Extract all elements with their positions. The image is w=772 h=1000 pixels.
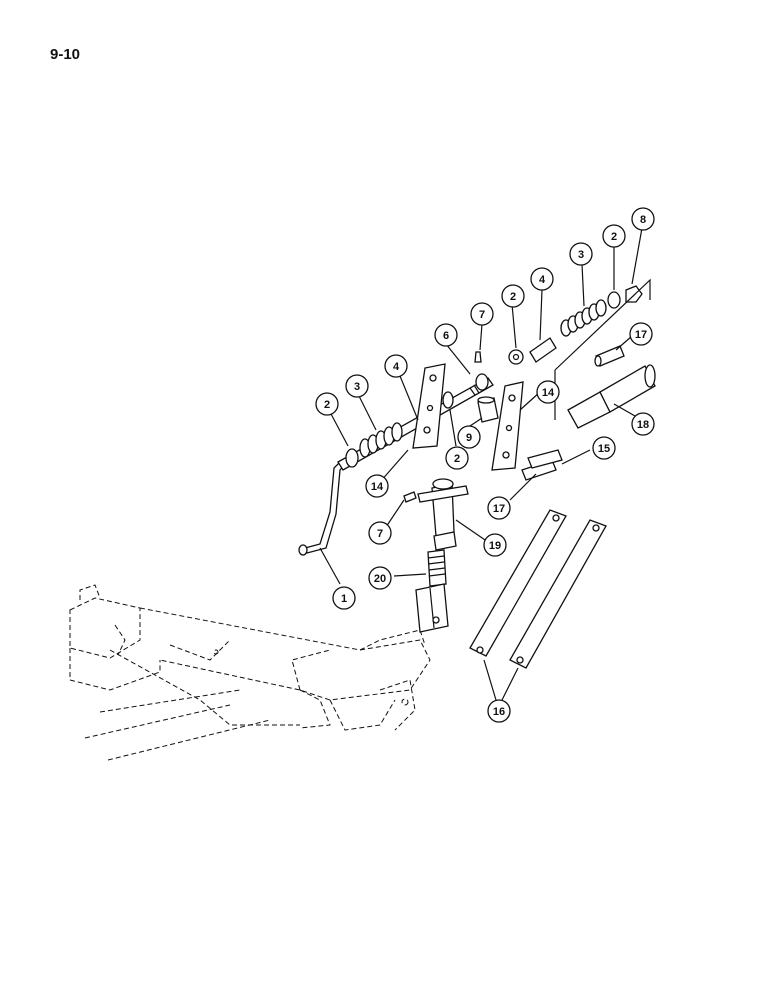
svg-text:8: 8 [640,214,646,226]
svg-text:17: 17 [635,329,647,341]
clevis-bracket [415,583,449,633]
threaded-stud [427,549,447,587]
callout-3-left: 3 [345,374,369,398]
callout-18: 18 [631,412,655,436]
svg-text:4: 4 [393,361,400,373]
svg-text:3: 3 [354,381,360,393]
svg-text:3: 3 [578,249,584,261]
callout-20: 20 [368,566,392,590]
t-fitting [417,478,469,551]
svg-text:19: 19 [489,540,501,552]
callout-7-upper: 7 [470,302,494,326]
upper-washer [508,349,524,365]
svg-text:2: 2 [324,399,330,411]
upper-spacer [529,337,557,363]
svg-text:20: 20 [374,573,386,585]
strap-right [509,519,607,669]
tractor-frame-outline [69,584,431,761]
callout-15: 15 [592,436,616,460]
pin-9 [477,396,499,423]
callout-8: 8 [631,207,655,231]
page-number: 9-10 [50,46,81,63]
right-mounting-plate [491,381,524,471]
callout-16: 16 [487,699,511,723]
callout-14-right: 14 [536,380,560,404]
callout-17-upper: 17 [629,322,653,346]
pins-15-17-lower [521,449,563,481]
callout-2-left: 2 [315,392,339,416]
svg-text:7: 7 [479,309,485,321]
callout-4-upper: 4 [530,267,554,291]
grease-fitting-lower [403,491,417,503]
callout-1: 1 [332,586,356,610]
svg-text:2: 2 [454,453,460,465]
lever-rod [298,461,347,556]
callout-9: 9 [457,425,481,449]
svg-text:2: 2 [611,231,617,243]
svg-text:4: 4 [539,274,546,286]
svg-text:16: 16 [493,706,505,718]
tube-18 [567,364,656,429]
svg-text:6: 6 [443,330,449,342]
callout-2-mid: 2 [445,446,469,470]
upper-spring [560,299,607,337]
callout-2-top: 2 [602,224,626,248]
callout-7-lower: 7 [368,521,392,545]
svg-text:14: 14 [371,481,384,493]
left-spring [345,422,403,468]
svg-text:7: 7 [377,528,383,540]
svg-text:18: 18 [637,419,649,431]
svg-text:14: 14 [542,387,555,399]
svg-text:9: 9 [466,432,472,444]
left-mounting-plate [412,363,446,449]
end-washer [607,291,621,309]
strap-left [469,509,567,657]
callout-6: 6 [434,323,458,347]
callout-19: 19 [483,533,507,557]
svg-text:2: 2 [510,291,516,303]
svg-text:15: 15 [598,443,610,455]
callout-14-left: 14 [365,474,389,498]
shaft-washer [442,391,454,409]
callout-2-upper: 2 [501,284,525,308]
callout-17-lower: 17 [487,496,511,520]
svg-text:17: 17 [493,503,505,515]
svg-text:1: 1 [341,593,347,605]
grease-fitting-upper [474,351,482,363]
callout-3-upper: 3 [569,242,593,266]
end-nut [625,285,643,303]
pin-17-upper [594,345,625,367]
shaft-collar [475,373,489,391]
callout-4-left: 4 [384,354,408,378]
